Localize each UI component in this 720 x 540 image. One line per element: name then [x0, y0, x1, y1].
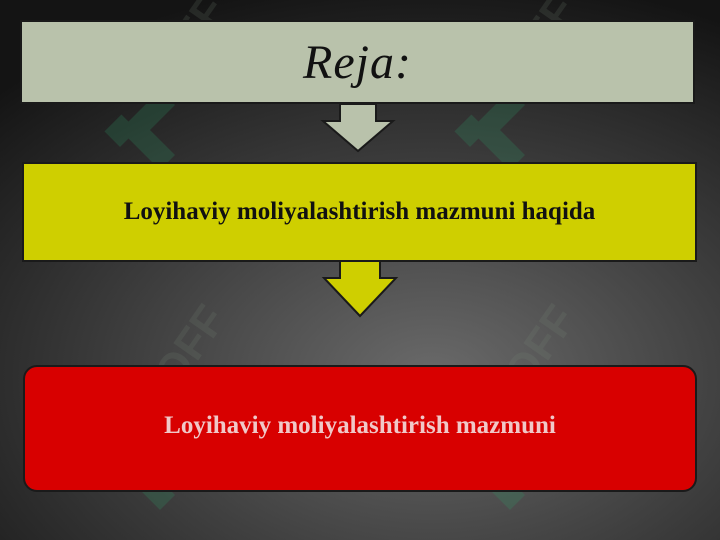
- down-arrow-icon: [321, 260, 399, 318]
- slide-title: Reja:: [303, 35, 412, 89]
- agenda-item-2: Loyihaviy moliyalashtirish mazmuni: [23, 365, 697, 492]
- down-arrow-icon: [320, 103, 396, 153]
- agenda-item-1: Loyihaviy moliyalashtirish mazmuni haqid…: [22, 162, 697, 262]
- agenda-item-1-label: Loyihaviy moliyalashtirish mazmuni haqid…: [123, 198, 596, 225]
- title-box: Reja:: [20, 20, 695, 104]
- agenda-item-2-label: Loyihaviy moliyalashtirish mazmuni: [164, 411, 556, 439]
